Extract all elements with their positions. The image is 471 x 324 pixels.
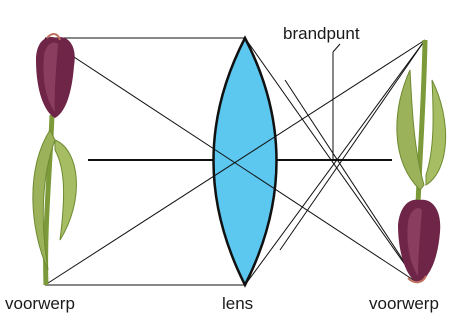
tulip-petal-highlight xyxy=(43,42,58,113)
tulip-image xyxy=(396,39,447,284)
focal-point-label: brandpunt xyxy=(283,24,360,43)
tulip-leaf xyxy=(54,139,77,241)
ray-focus-bottom xyxy=(279,39,426,251)
tulip-petal-highlight xyxy=(407,208,422,276)
tulip-petal-tip xyxy=(407,275,427,284)
tulip-object xyxy=(32,33,77,286)
object-label: voorwerp xyxy=(5,294,75,313)
ray-focus-top xyxy=(284,79,419,284)
lens-label: lens xyxy=(222,294,254,313)
ray-bottom-refracted xyxy=(244,39,426,286)
tulip-leaf xyxy=(425,79,447,186)
tulip-leaf xyxy=(396,69,425,191)
tulip-leaf xyxy=(32,128,56,271)
ray-chief-bottom xyxy=(44,39,426,286)
convex-lens xyxy=(212,35,278,288)
tulip-petal-tip xyxy=(46,33,61,41)
ray-top-refracted xyxy=(244,37,419,284)
image-label: voorwerp xyxy=(369,294,439,313)
focus-pointer-tick xyxy=(332,43,341,53)
light-rays xyxy=(44,37,426,286)
ray-chief-top xyxy=(44,37,419,284)
